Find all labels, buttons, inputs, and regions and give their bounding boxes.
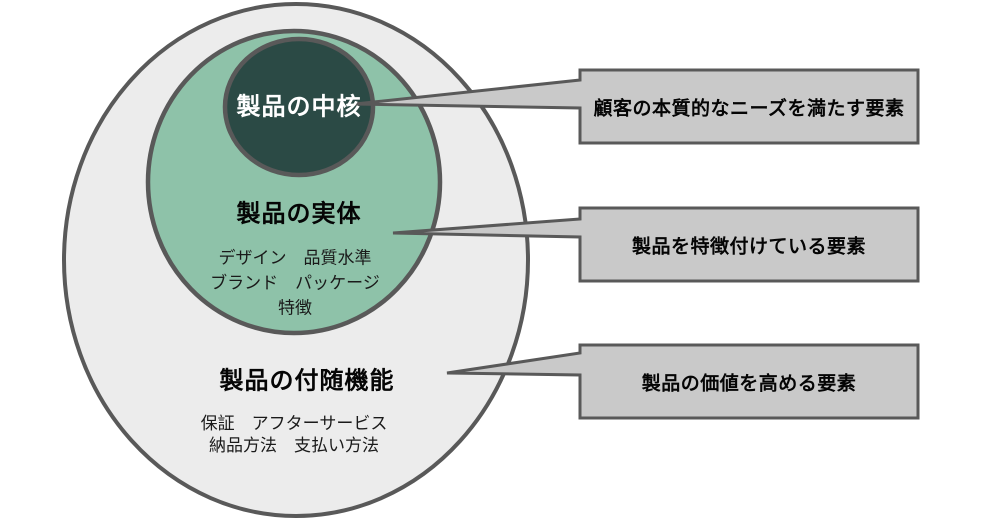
callout-label-augmented: 製品の価値を高める要素 [641,373,857,395]
actual-layer-items: デザイン 品質水準 ブランド パッケージ 特徴 [210,246,380,321]
augmented-item-line-1: 保証 アフターサービス [200,414,388,433]
callout-box-core [354,68,920,145]
callout-label-actual: 製品を特徴付けている要素 [631,236,867,258]
actual-item-line-1: デザイン 品質水準 [218,248,372,268]
callout-box-actual [392,206,920,283]
augmented-item-line-2: 納品方法 支払い方法 [208,436,379,455]
augmented-layer-title: 製品の付随機能 [219,367,395,395]
actual-layer-title: 製品の実体 [236,200,362,228]
actual-item-line-3: 特徴 [277,298,312,318]
callout-box-augmented [446,343,920,420]
core-layer-title: 製品の中核 [236,93,362,121]
actual-item-line-2: ブランド パッケージ [210,273,380,293]
core-product-ellipse [222,36,376,178]
callout-label-core: 顧客の本質的なニーズを満たす要素 [593,98,905,120]
augmented-layer-items: 保証 アフターサービス 納品方法 支払い方法 [201,413,388,457]
